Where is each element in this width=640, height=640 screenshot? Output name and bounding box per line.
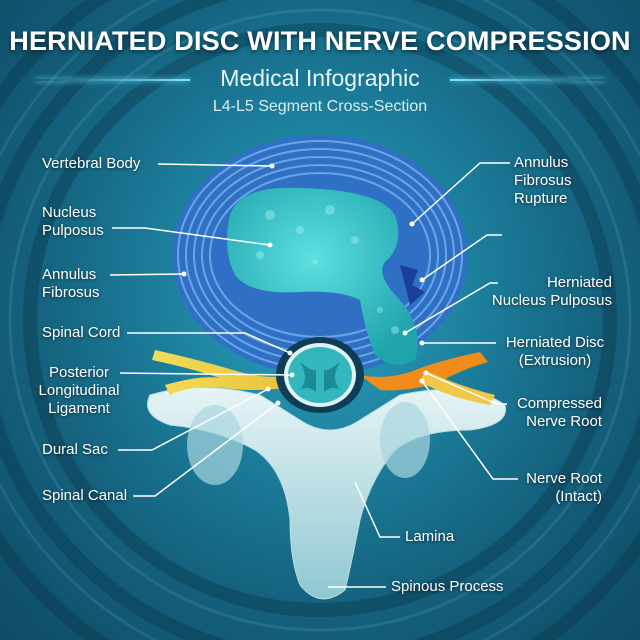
leader-dots [181,163,429,406]
label-pll-line1: Posterior [48,364,110,381]
label-vertebral-body: Vertebral Body [42,155,141,172]
label-annulus-rupture-line3: Rupture [514,190,568,207]
annulus-tear [400,265,425,305]
label-annulus-fibrosus-line2: Fibrosus [42,284,100,301]
label-herniated-np-line1: Herniated [546,274,612,291]
leader-lines [109,162,518,588]
spinal-cord [288,347,352,403]
right-facet [380,402,430,478]
page-title: HERNIATED DISC WITH NERVE COMPRESSION [9,26,631,56]
label-herniated-disc-line2: (Extrusion) [518,352,592,369]
title-divider-left [35,79,190,81]
label-pll-line2: Longitudinal [38,382,120,399]
label-nerve-root-intact-line1: Nerve Root [526,470,602,487]
label-spinal-canal: Spinal Canal [42,487,128,504]
label-annulus-fibrosus-line1: Annulus [42,266,97,283]
label-herniated-np-line2: Nucleus Pulposus [491,292,612,309]
segment-caption: L4-L5 Segment Cross-Section [212,98,428,115]
label-nucleus-pulposus-line1: Nucleus [42,204,97,221]
grey-matter [300,362,340,392]
label-spinal-cord: Spinal Cord [42,324,121,341]
label-herniated-disc-line1: Herniated Disc [505,334,605,351]
label-spinous-process: Spinous Process [391,578,504,595]
label-annulus-rupture-line2: Fibrosus [514,172,572,189]
nucleus-pulposus [226,187,418,365]
label-pll-line3: Ligament [48,400,110,417]
label-compressed-root-line2: Nerve Root [526,413,602,430]
subtitle: Medical Infographic [220,65,420,91]
label-dural-sac: Dural Sac [42,441,108,458]
label-lamina: Lamina [405,528,455,545]
left-nerve-root [152,350,285,395]
label-nucleus-pulposus-line2: Pulposus [42,222,104,239]
label-annulus-rupture-line1: Annulus [514,154,569,171]
label-compressed-root-line1: Compressed [516,395,602,412]
label-nerve-root-intact-line2: (Intact) [555,488,602,505]
compressed-nerve-root [360,352,488,391]
